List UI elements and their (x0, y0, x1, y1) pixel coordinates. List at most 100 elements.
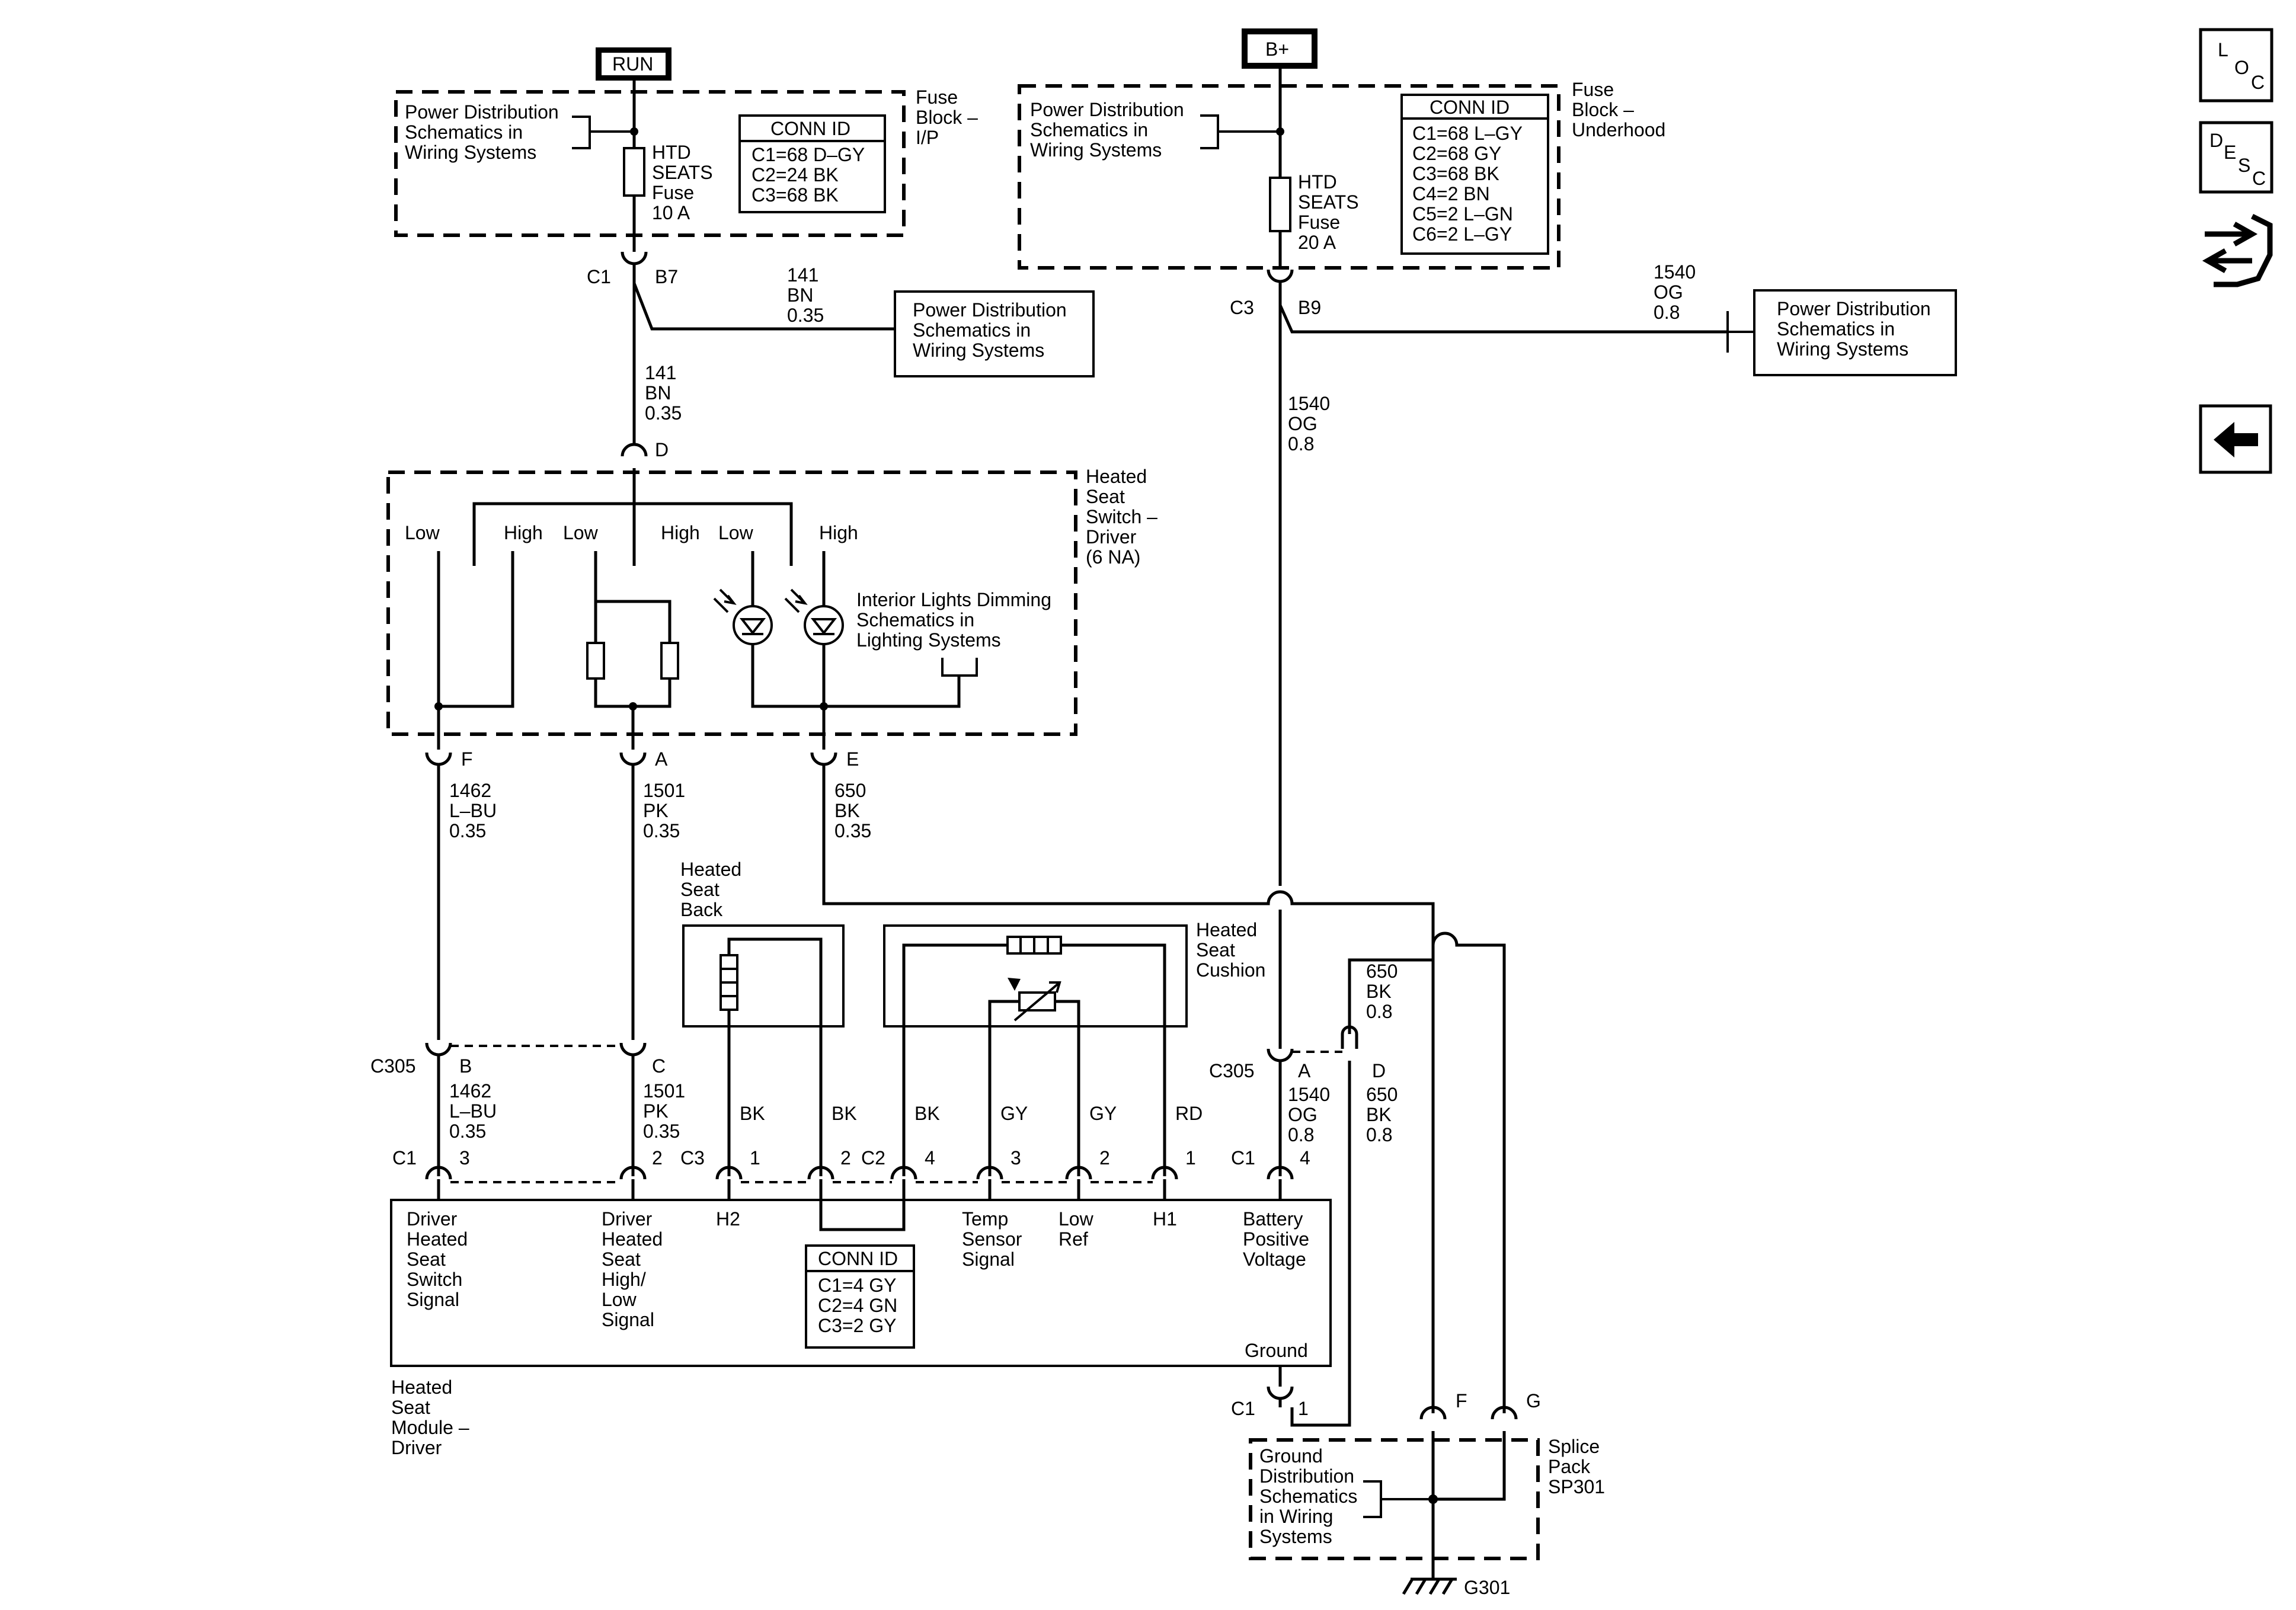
wire-650-top-label: 650 BK 0.35 (834, 780, 871, 841)
module-battery-positive: Battery Positive Voltage (1243, 1208, 1315, 1270)
connector-a (619, 752, 647, 766)
connector-splice-g (1491, 1406, 1518, 1420)
fuse-20a-label: HTD SEATS Fuse 20 A (1298, 171, 1364, 253)
fuse-10a-symbol (623, 147, 645, 197)
splice-pack-outline (1249, 1438, 1540, 1560)
c305-left-label: C305 (370, 1055, 416, 1077)
fuse-block-ip-title: Fuse Block – I/P (916, 87, 983, 148)
fuse-block-uh-conn-title: CONN ID (1430, 97, 1510, 118)
fuse-block-ip-conn-id (738, 114, 886, 213)
pds-bracket-4 (1686, 311, 1729, 353)
connector-d (621, 443, 648, 457)
wire-1540-branch (1278, 304, 1728, 334)
pds-bracket-1 (572, 116, 634, 149)
module-pin-c3-1 (715, 1166, 743, 1180)
heated-seat-module-box (390, 1199, 1332, 1367)
fuse-block-ip-pds-ref: Power Distribution Schematics in Wiring … (405, 101, 564, 163)
pin-c305-c: C (652, 1055, 666, 1077)
module-ground-c1: C1 (1231, 1398, 1255, 1419)
heated-seat-switch-title: Heated Seat Switch – Driver (6 NA) (1086, 466, 1163, 568)
pin-e: E (846, 748, 859, 770)
seat-back-element-wire (727, 937, 823, 1176)
pin-c305-d: D (1372, 1060, 1386, 1081)
wire-1501-top-label: 1501 PK 0.35 (643, 780, 690, 841)
arrow-left-icon (2202, 248, 2252, 273)
connector-harness-icon[interactable] (2202, 213, 2273, 287)
desc-button[interactable]: D E S C (2199, 121, 2273, 194)
loc-button[interactable]: L O C (2199, 28, 2273, 103)
module-pin-c2-4 (890, 1166, 917, 1180)
switch-contacts-low-high-2 (594, 551, 671, 708)
module-ground-pin-1: 1 (1298, 1398, 1309, 1419)
heater-element-hatch (1019, 937, 1049, 953)
back-arrow-icon (2214, 422, 2258, 457)
pds-box-2-text: Power Distribution Schematics in Wiring … (1777, 298, 1936, 360)
wire-splice-g (1431, 932, 1506, 1413)
connector-e (810, 752, 837, 766)
heated-seat-module-title: Heated Seat Module – Driver (391, 1377, 475, 1458)
wire-1462-top-label: 1462 L–BU 0.35 (449, 780, 502, 841)
module-label-c1: C1 (392, 1147, 417, 1169)
connector-c1-b7 (621, 251, 648, 265)
module-pin-c2-2 (1065, 1166, 1092, 1180)
led-diode-icon (810, 618, 837, 635)
wire-color-rd: RD (1175, 1103, 1203, 1124)
fuse-block-ip-conn-title: CONN ID (770, 118, 850, 139)
module-signal-switch: Driver Heated Seat Switch Signal (407, 1208, 473, 1310)
fuse-block-ip-conn-list: C1=68 D–GY C2=24 BK C3=68 BK (752, 144, 870, 206)
module-temp-sensor-signal: Temp Sensor Signal (962, 1208, 1027, 1270)
module-pin-c2-3 (976, 1166, 1003, 1180)
variable-resistor-arrow-icon (1013, 981, 1061, 1022)
wire-141-branch-label: 141 BN 0.35 (787, 264, 824, 326)
heated-seat-back-title: Heated Seat Back (680, 859, 747, 920)
wire-141-branch (632, 283, 895, 331)
heater-element-hatch (721, 968, 737, 997)
pin-d: D (655, 439, 669, 460)
pin-c305-b: B (459, 1055, 472, 1077)
connector-c305-a (1267, 1048, 1294, 1062)
desc-letter-d: D (2209, 130, 2223, 151)
pin-splice-g: G (1526, 1390, 1541, 1411)
module-conn-id (805, 1244, 915, 1349)
pin-b9: B9 (1298, 297, 1321, 318)
wire-650-top (822, 764, 1435, 960)
module-label-pin-2: 2 (652, 1147, 663, 1169)
splice-dot (629, 702, 637, 710)
switch-common-bus (472, 468, 793, 566)
ground-distribution-ref: Ground Distribution Schematics in Wiring… (1259, 1445, 1363, 1547)
module-pin-c1-4 (1267, 1166, 1294, 1180)
wire-1540-main-label: 1540 OG 0.8 (1288, 393, 1335, 454)
module-signal-high-low: Driver Heated Seat High/ Low Signal (602, 1208, 668, 1330)
module-h2: H2 (716, 1208, 740, 1230)
switch-led-circuit (751, 551, 961, 750)
c305-to-module-wires (437, 1055, 635, 1176)
connector-splice-f (1419, 1406, 1447, 1420)
loc-button-frame[interactable] (2199, 28, 2273, 103)
module-label-c1b: C1 (1231, 1147, 1255, 1169)
pin-c3: C3 (1230, 297, 1254, 318)
module-jumper-c3-c2 (819, 1179, 906, 1231)
ild-bracket (941, 658, 978, 677)
desc-button-frame[interactable] (2199, 121, 2273, 194)
switch-label-low-3: Low (718, 522, 754, 543)
module-h1: H1 (1153, 1208, 1177, 1230)
back-button[interactable] (2199, 404, 2272, 474)
pin-splice-f: F (1456, 1390, 1467, 1411)
connector-c3-b9 (1267, 269, 1294, 283)
splice-pack-title: Splice Pack SP301 (1548, 1436, 1605, 1497)
module-conn-title: CONN ID (818, 1248, 898, 1269)
chassis-ground-icon (1402, 1577, 1457, 1595)
module-label-pin-3b: 3 (1011, 1147, 1021, 1169)
pds-bracket-3 (1200, 114, 1280, 149)
run-label: RUN (612, 53, 653, 75)
pds-bracket-2 (853, 309, 896, 351)
wire-141-main-label: 141 BN 0.35 (645, 362, 682, 424)
pin-f: F (461, 748, 473, 770)
pds-box-1 (894, 290, 1095, 377)
wire-1501-bot-label: 1501 PK 0.35 (643, 1080, 690, 1142)
connector-c305-c (619, 1042, 647, 1057)
fuse-block-uh-outline (1018, 84, 1560, 270)
pin-c305-a: A (1298, 1060, 1311, 1081)
gd-bracket (1363, 1480, 1433, 1518)
wire-1462-bot-label: 1462 L–BU 0.35 (449, 1080, 502, 1142)
